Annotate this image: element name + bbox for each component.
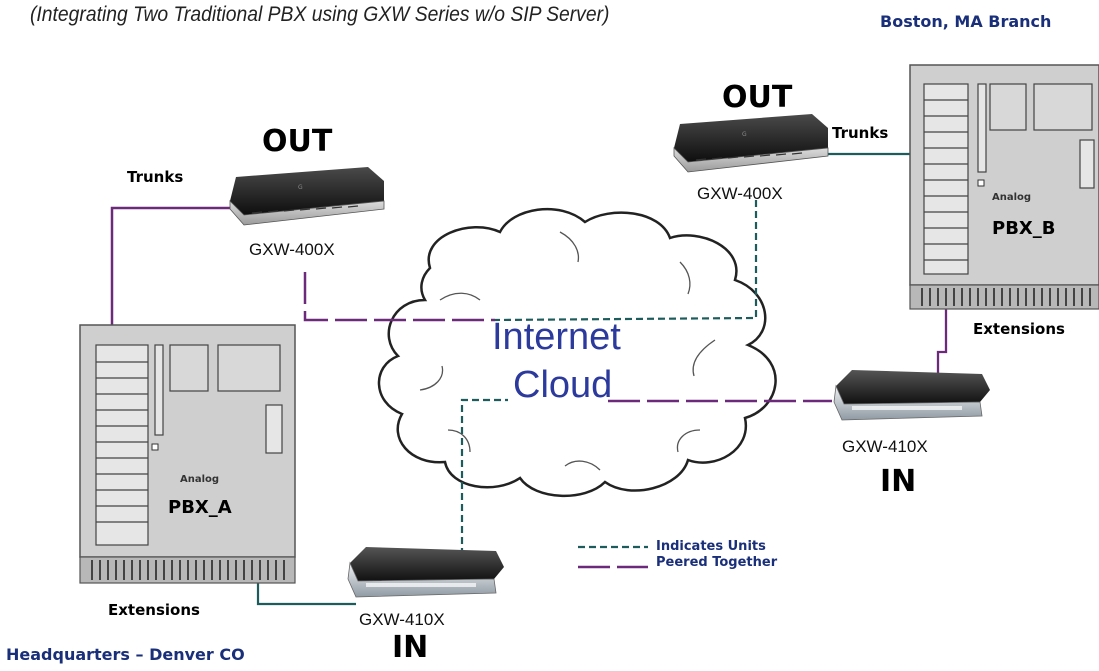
gxw-400x-right-device: G xyxy=(673,114,829,173)
legend-text: Indicates Units Peered Together xyxy=(656,539,777,571)
legend-line-1: Indicates Units xyxy=(656,539,766,554)
left-out-label: OUT xyxy=(262,124,333,159)
gxw-410x-right-device xyxy=(833,370,990,421)
pbx-b-cabinet xyxy=(909,64,1099,310)
left-out-model: GXW-400X xyxy=(249,240,335,259)
right-out-label: OUT xyxy=(722,80,793,115)
legend-line-2: Peered Together xyxy=(656,555,778,570)
right-in-model: GXW-410X xyxy=(842,437,928,456)
pbx-a-type: Analog xyxy=(180,474,220,485)
peer-line-left-out xyxy=(303,272,495,322)
svg-text:G: G xyxy=(742,131,747,138)
svg-text:G: G xyxy=(298,184,303,191)
pbx-b-type: Analog xyxy=(992,192,1032,203)
right-in-label: IN xyxy=(880,464,917,499)
cloud-label-line2: Cloud xyxy=(513,364,613,406)
peer-line-right-out xyxy=(494,200,758,322)
extension-line-left xyxy=(256,583,356,606)
gxw-410x-left-device xyxy=(347,547,504,598)
extension-line-right xyxy=(936,306,948,378)
legend-swatches xyxy=(578,545,648,569)
gxw-400x-left-device: G xyxy=(229,167,385,226)
pbx-b-name: PBX_B xyxy=(992,218,1056,239)
cloud-label-line1: Internet xyxy=(492,316,621,358)
pbx-b-extensions-label: Extensions xyxy=(973,320,1065,338)
right-out-model: GXW-400X xyxy=(697,184,783,203)
left-trunks-label: Trunks xyxy=(127,168,184,186)
site-label-boston: Boston, MA Branch xyxy=(880,12,1052,31)
pbx-a-name: PBX_A xyxy=(168,497,232,518)
right-trunks-label: Trunks xyxy=(832,124,889,142)
site-label-denver: Headquarters – Denver CO xyxy=(6,645,245,664)
diagram-subtitle: (Integrating Two Traditional PBX using G… xyxy=(30,3,610,26)
left-in-label: IN xyxy=(392,630,429,665)
pbx-a-extensions-label: Extensions xyxy=(108,601,200,619)
left-in-model: GXW-410X xyxy=(359,610,445,629)
internet-cloud xyxy=(377,207,777,498)
peer-line-left-in xyxy=(460,398,508,555)
pbx-a-cabinet xyxy=(79,324,296,584)
